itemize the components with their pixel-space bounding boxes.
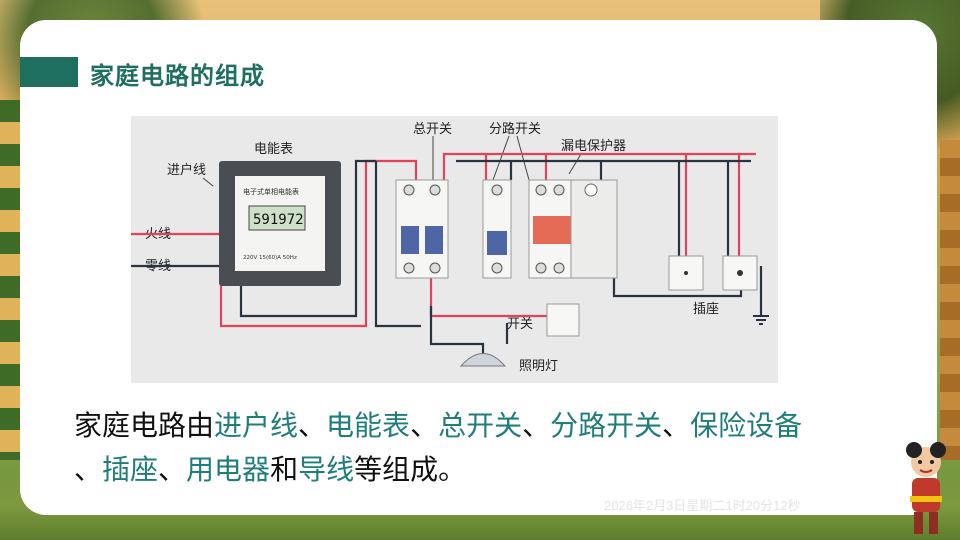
socket-outlets [668,255,758,291]
title-accent-bar [20,57,78,87]
timestamp: 2026年2月3日星期二1时20分12秒 [604,498,801,513]
text-part: 家庭电路由 [74,409,215,442]
label-branch-switch: 分路开关 [489,121,541,137]
label-meter: 电能表 [254,142,293,157]
highlight-term: 电能表 [326,409,411,442]
meter-header: 电子式单相电能表 [243,187,299,196]
highlight-term: 保险设备 [690,409,803,442]
background-right-strip [940,140,960,460]
meter-reading: 591972 [253,212,304,228]
label-socket: 插座 [693,302,719,317]
circuit-svg: 电能表 进户线 火线 零线 总开关 分路开关 漏电保护器 插座 开关 照明灯 [131,121,769,374]
highlight-term: 总开关 [438,409,523,442]
slide-title: 家庭电路的组成 [90,62,265,90]
body-paragraph: 家庭电路由进户线、电能表、总开关、分路开关、保险设备、插座、用电器和导线等组成。 [74,404,914,492]
electric-meter: 电子式单相电能表 591972 220V 15(60)A 50Hz [219,161,341,286]
meter-footer: 220V 15(60)A 50Hz [243,255,297,261]
highlight-term: 进户线 [214,409,299,442]
household-circuit-diagram: 电能表 进户线 火线 零线 总开关 分路开关 漏电保护器 插座 开关 照明灯 [131,116,778,383]
highlight-term: 用电器 [186,453,271,486]
text-part: 和 [270,453,299,486]
residual-current-device [528,179,618,279]
text-part: 、 [662,409,691,442]
wall-switch [546,303,580,337]
highlight-term: 插座 [102,453,159,486]
text-part: 、 [522,409,551,442]
background-left-strip [0,100,20,460]
main-switch-breaker [395,179,449,279]
highlight-term: 分路开关 [550,409,663,442]
lamp-icon [459,353,507,367]
label-rcd: 漏电保护器 [561,138,626,154]
text-part: 等组成。 [354,453,467,486]
text-part: 、 [74,453,103,486]
highlight-term: 导线 [298,453,355,486]
text-part: 、 [410,409,439,442]
label-incoming-line: 进户线 [167,162,206,178]
branch-switch-breaker [482,179,512,279]
text-part: 、 [298,409,327,442]
text-part: 、 [158,453,187,486]
label-switch: 开关 [507,317,533,332]
cartoon-character-icon [906,442,946,534]
label-main-switch: 总开关 [413,122,452,137]
label-lamp: 照明灯 [519,359,558,374]
